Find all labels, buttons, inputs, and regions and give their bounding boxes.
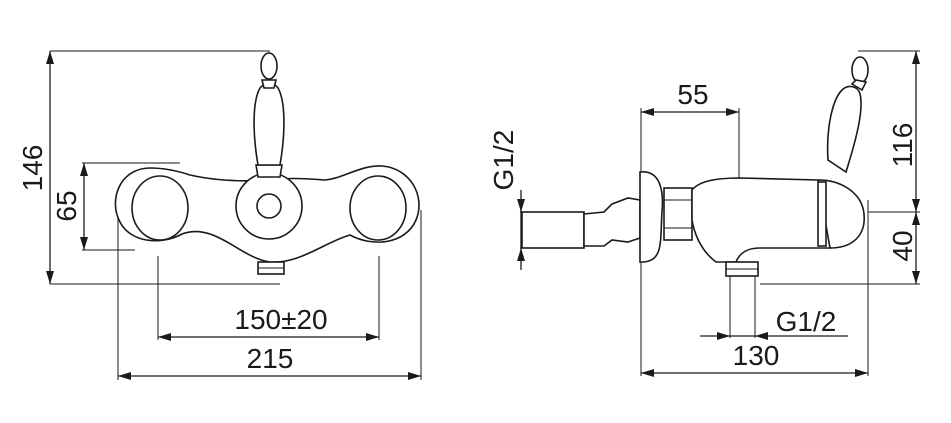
handle-collar	[255, 164, 283, 178]
dim-40-label: 40	[887, 230, 918, 261]
hex-nut	[663, 187, 693, 241]
supply-pipe	[521, 211, 585, 249]
dim-inlet-thread-label: G1/2	[488, 130, 519, 191]
right-connector-inner	[349, 175, 407, 241]
front-extension-lines	[50, 50, 422, 380]
dim-215: 215	[118, 343, 421, 380]
dim-55: 55	[641, 79, 739, 116]
dim-130: 130	[641, 340, 868, 377]
cap-ring	[817, 181, 827, 247]
lever-neck	[260, 79, 278, 89]
center-cap	[256, 193, 282, 219]
dim-150: 150±20	[158, 304, 379, 341]
dim-150-label: 150±20	[234, 304, 327, 335]
dim-116-label: 116	[887, 123, 918, 168]
dim-40: 40	[887, 212, 920, 284]
dim-116: 116	[887, 51, 920, 212]
dim-outlet-thread: G1/2	[700, 306, 848, 340]
dim-55-label: 55	[677, 79, 708, 110]
side-view: G1/2 55 116 40 G1/2	[488, 50, 920, 377]
side-lever-knob	[851, 56, 869, 84]
side-lever-neck	[850, 79, 868, 92]
dim-130-label: 130	[733, 340, 780, 371]
front-view: 146 65 150±20 215	[17, 50, 422, 380]
wall-flange	[639, 171, 664, 263]
side-lever-handle	[826, 85, 862, 174]
dim-146: 146	[17, 51, 54, 284]
lever-knob	[260, 52, 278, 80]
dim-65: 65	[51, 163, 88, 250]
dim-215-label: 215	[247, 343, 294, 374]
mixer-body	[114, 52, 420, 275]
side-body	[521, 56, 869, 277]
handle-cap	[817, 179, 865, 249]
dim-inlet-thread: G1/2	[488, 130, 525, 270]
lever-handle	[253, 82, 285, 166]
dim-65-label: 65	[51, 190, 82, 221]
dim-146-label: 146	[17, 145, 48, 192]
left-connector-inner	[131, 175, 189, 241]
dim-outlet-thread-label: G1/2	[776, 306, 837, 337]
eccentric-fitting	[583, 197, 641, 247]
